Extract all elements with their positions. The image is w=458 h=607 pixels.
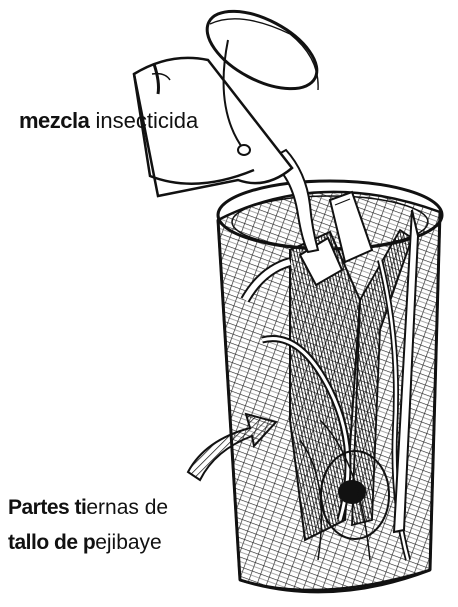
label-partes-tiernas: Partes tiernas de xyxy=(8,496,168,520)
label-part-normal: insecticida xyxy=(89,108,198,133)
label-part-bold: Partes ti xyxy=(8,496,86,519)
label-part-bold: tallo de p xyxy=(8,531,95,554)
bucket-icon xyxy=(134,0,329,196)
label-tallo-de-pejibaye: tallo de pejibaye xyxy=(8,531,162,555)
label-part-normal: ejibaye xyxy=(95,531,162,554)
label-mezcla-insecticida: mezcla insecticida xyxy=(19,108,198,134)
label-part-normal: ernas de xyxy=(86,496,168,519)
label-part-bold: mezcla xyxy=(19,108,89,133)
